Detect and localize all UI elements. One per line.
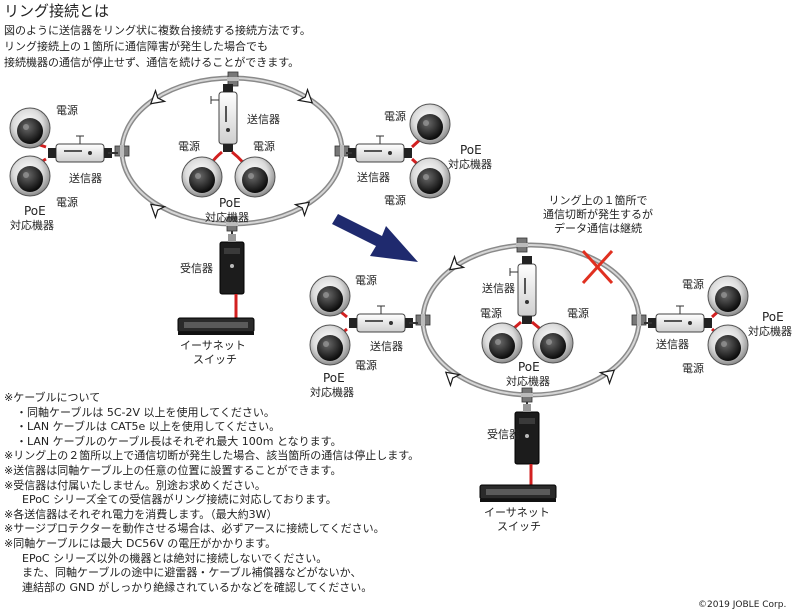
label-poe-line2: 対応機器 [448,158,492,171]
break-note-line1: リング上の１箇所で [548,194,648,207]
label-power: 電源 [682,278,704,291]
label-transmitter: 送信器 [69,172,102,185]
label-power: 電源 [178,140,200,153]
note-line: EPoC シリーズ全ての受信器がリング接続に対応しております。 [22,493,337,507]
label-transmitter: 送信器 [482,282,515,295]
label-transmitter: 送信器 [656,338,689,351]
note-line: ・LAN ケーブルは CAT5e 以上を使用してください。 [16,420,281,434]
note-line: ※サージプロテクターを動作させる場合は、必ずアースに接続してください。 [4,522,385,536]
label-poe-line1: PoE [323,371,345,385]
label-transmitter: 送信器 [370,340,403,353]
label-poe-line2: 対応機器 [748,325,792,338]
label-poe-line2: 対応機器 [10,219,54,232]
label-receiver: 受信器 [180,262,213,275]
note-line: 連結部の GND がしっかり絶縁されているかなどを確認してください。 [22,580,373,594]
label-power: 電源 [56,104,78,117]
page-title: リング接続とは [4,2,110,20]
note-line: ・LAN ケーブルのケーブル長はそれぞれ最大 100m となります。 [16,434,342,448]
label-poe-line1: PoE [219,196,241,210]
label-switch-line2: スイッチ [193,353,237,366]
label-poe-line1: PoE [460,143,482,157]
copyright: ©2019 JOBLE Corp. [698,600,787,610]
note-line: ・同軸ケーブルは 5C-2V 以上を使用してください。 [16,405,275,419]
label-poe-line1: PoE [24,204,46,218]
label-power: 電源 [480,307,502,320]
break-x-mark [581,249,614,285]
label-receiver: 受信器 [487,428,520,441]
label-power: 電源 [253,140,275,153]
label-transmitter: 送信器 [357,171,390,184]
label-poe-line1: PoE [518,360,540,374]
label-poe-line1: PoE [762,310,784,324]
break-note-line3: データ通信は継続 [554,222,642,235]
note-line: EPoC シリーズ以外の機器とは絶対に接続しないでください。 [22,551,328,565]
note-line: ※同軸ケーブルには最大 DC56V の電圧がかかります。 [4,536,277,550]
label-power: 電源 [355,359,377,372]
label-power: 電源 [682,362,704,375]
notes-block: ※ケーブルについて ・同軸ケーブルは 5C-2V 以上を使用してください。 ・L… [4,391,419,595]
normal-ring-diagram [9,71,451,336]
label-switch-line2: スイッチ [497,520,541,533]
note-line: また、同軸ケーブルの途中に避雷器・ケーブル補償器などがないか、 [22,566,362,580]
label-transmitter: 送信器 [247,113,280,126]
label-switch-line1: イーサネット [180,339,246,352]
label-power: 電源 [384,110,406,123]
label-power: 電源 [56,196,78,209]
label-power: 電源 [384,194,406,207]
label-poe-line2: 対応機器 [205,211,249,224]
break-note-line2: 通信切断が発生するが [543,208,653,221]
note-line: ※各送信器はそれぞれ電力を消費します。（最大約3W） [4,507,278,521]
note-line: ※送信器は同軸ケーブル上の任意の位置に設置することができます。 [4,463,342,477]
label-switch-line1: イーサネット [484,506,550,519]
transition-arrow [332,214,418,262]
label-poe-line2: 対応機器 [506,375,550,388]
label-power: 電源 [355,274,377,287]
note-line: ※ケーブルについて [4,391,101,404]
note-line: ※リング上の２箇所以上で通信切断が発生した場合、該当箇所の通信は停止します。 [4,449,420,463]
label-power: 電源 [567,307,589,320]
note-line: ※受信器は付属いたしません。別途お求めください。 [4,478,266,492]
intro-line-2: リング接続上の１箇所に通信障害が発生した場合でも [4,40,268,53]
intro-line-1: 図のように送信器をリング状に複数台接続する接続方法です。 [4,24,311,37]
broken-ring-diagram [309,237,749,503]
label-poe-line2: 対応機器 [310,386,354,399]
intro-line-3: 接続機器の通信が停止せず、通信を続けることができます。 [4,56,300,69]
